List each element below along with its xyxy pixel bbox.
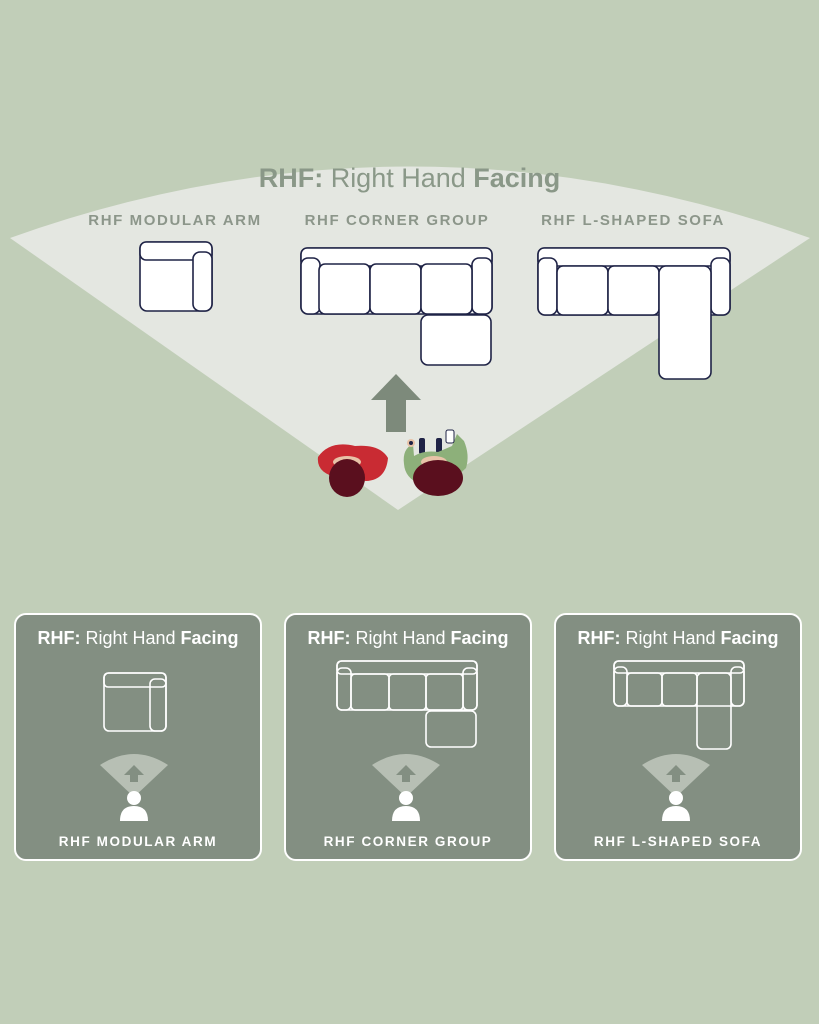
person-left-icon bbox=[317, 444, 388, 497]
arrow-up-icon bbox=[124, 765, 144, 782]
hero-l-shaped-sofa-diagram bbox=[537, 247, 731, 380]
hero-title-middle: Right Hand bbox=[323, 163, 474, 193]
facing-arrow-icon bbox=[371, 374, 421, 432]
card-label: RHF L-SHAPED SOFA bbox=[593, 834, 763, 849]
corner-group-outline bbox=[336, 660, 478, 748]
card-title-suffix: Facing bbox=[720, 628, 779, 648]
card-title-middle: Right Hand bbox=[80, 628, 181, 648]
modular-arm-outline bbox=[103, 672, 167, 732]
card-corner-group: RHF: Right Hand Facing RHF CORNER GROUP bbox=[284, 613, 532, 861]
card-label: RHF CORNER GROUP bbox=[323, 834, 493, 849]
card-title-prefix: RHF: bbox=[577, 628, 621, 648]
card-diagram bbox=[336, 660, 478, 821]
arrow-up-icon bbox=[666, 765, 686, 782]
card-modular-arm: RHF: Right Hand Facing RHF MODULAR ARM bbox=[14, 613, 262, 861]
card-l-shaped-sofa: RHF: Right Hand Facing RHF L-SHAPED SOFA bbox=[554, 613, 802, 861]
hero-title-suffix: Facing bbox=[473, 163, 561, 193]
hero-diagram bbox=[10, 166, 810, 510]
arrow-up-icon bbox=[396, 765, 416, 782]
card-title-middle: Right Hand bbox=[350, 628, 451, 648]
card-title: RHF: Right Hand Facing bbox=[16, 628, 260, 649]
card-label: RHF MODULAR ARM bbox=[58, 834, 218, 849]
card-title-prefix: RHF: bbox=[307, 628, 351, 648]
card-title: RHF: Right Hand Facing bbox=[556, 628, 800, 649]
card-diagram bbox=[613, 660, 745, 821]
hero-label-l-shaped-sofa: RHF L-SHAPED SOFA bbox=[541, 212, 725, 229]
hero-title-prefix: RHF: bbox=[258, 163, 324, 193]
person-icon bbox=[120, 791, 148, 821]
card-title: RHF: Right Hand Facing bbox=[286, 628, 530, 649]
hero-corner-group-diagram bbox=[300, 247, 493, 366]
l-shaped-sofa-outline bbox=[613, 660, 745, 750]
person-right-icon bbox=[403, 429, 468, 496]
hero-label-modular-arm: RHF MODULAR ARM bbox=[88, 212, 262, 229]
hero-modular-arm-diagram bbox=[139, 241, 213, 312]
hero-title: RHF: Right Hand Facing bbox=[0, 163, 819, 194]
card-title-suffix: Facing bbox=[450, 628, 509, 648]
card-title-suffix: Facing bbox=[180, 628, 239, 648]
card-title-prefix: RHF: bbox=[37, 628, 81, 648]
hero-label-corner-group: RHF CORNER GROUP bbox=[304, 212, 490, 229]
card-title-middle: Right Hand bbox=[620, 628, 721, 648]
person-icon bbox=[662, 791, 690, 821]
card-diagram bbox=[100, 672, 168, 821]
person-icon bbox=[392, 791, 420, 821]
